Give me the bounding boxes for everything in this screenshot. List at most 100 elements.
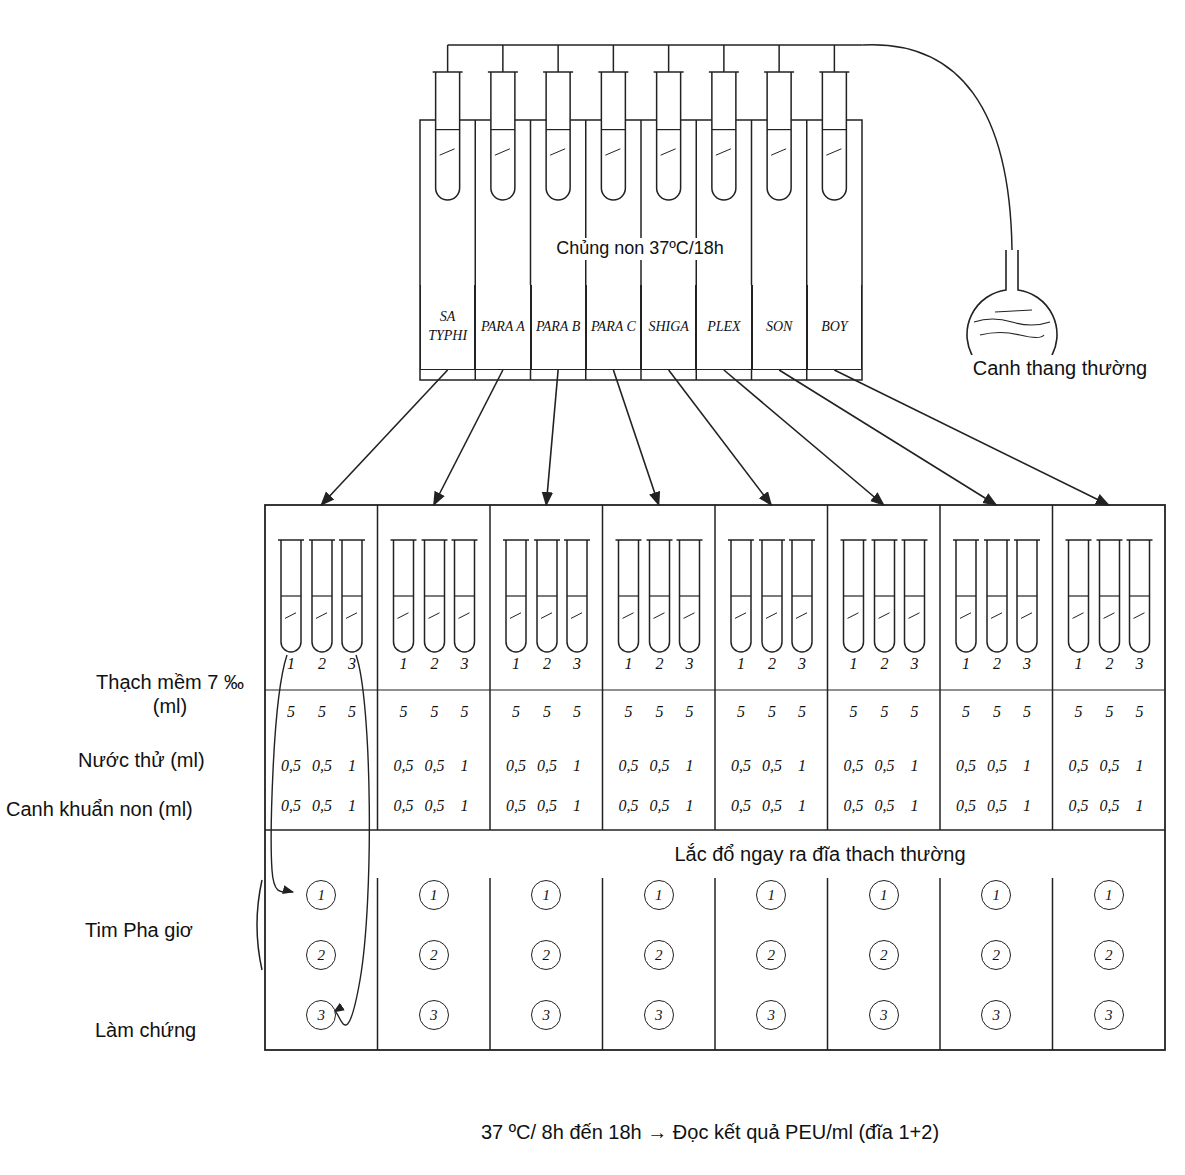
volume-value: 1 (834, 655, 874, 673)
petri-dish: 1 (419, 880, 449, 910)
test-tube (1127, 540, 1153, 652)
test-tube (819, 72, 849, 200)
volume-value: 5 (496, 703, 536, 721)
rule-line (557, 45, 559, 72)
volume-value: 5 (302, 703, 342, 721)
tube-rack (420, 120, 862, 380)
node-label: PARA C (591, 318, 636, 337)
dish-number: 2 (543, 947, 551, 964)
test-tube (677, 540, 703, 652)
petri-dish: 2 (644, 940, 674, 970)
rule-line (502, 45, 504, 72)
dish-number: 1 (430, 887, 438, 904)
volume-value: 5 (384, 703, 424, 721)
test-tube (654, 72, 684, 200)
test-tube (789, 540, 815, 652)
dish-number: 1 (318, 887, 326, 904)
petri-dish: 1 (981, 880, 1011, 910)
volume-value: 0,5 (865, 797, 905, 815)
dish-number: 1 (768, 887, 776, 904)
volume-value: 0,5 (609, 757, 649, 775)
volume-value: 5 (640, 703, 680, 721)
volume-value: 1 (557, 757, 597, 775)
caption: 37 ºC/ 8h đến 18h → Đọc kết quả PEU/ml (… (481, 1120, 939, 1144)
volume-value: 2 (1090, 655, 1130, 673)
test-tube (872, 540, 898, 652)
test-tube (433, 72, 463, 200)
volume-value: 0,5 (384, 757, 424, 775)
volume-value: 5 (1007, 703, 1047, 721)
test-tube (709, 72, 739, 200)
volume-value: 3 (1120, 655, 1160, 673)
node-label: Canh thang thường (940, 357, 1180, 380)
rule-line (827, 505, 829, 830)
volume-value: 0,5 (977, 757, 1017, 775)
petri-dish: 2 (756, 940, 786, 970)
connector-arrow (669, 370, 772, 505)
petri-dish: 2 (306, 940, 336, 970)
volume-value: 5 (782, 703, 822, 721)
volume-value: 5 (977, 703, 1017, 721)
volume-value: 1 (1007, 757, 1047, 775)
rule-line (448, 44, 863, 46)
test-tube (728, 540, 754, 652)
volume-value: 2 (752, 655, 792, 673)
dish-number: 2 (430, 947, 438, 964)
test-tube (1066, 540, 1092, 652)
test-tube (422, 540, 448, 652)
test-tube (759, 540, 785, 652)
volume-value: 0,5 (640, 757, 680, 775)
dish-number: 2 (993, 947, 1001, 964)
volume-value: 0,5 (527, 797, 567, 815)
test-tube (764, 72, 794, 200)
rule-line (778, 45, 780, 72)
volume-value: 1 (1120, 797, 1160, 815)
sample-column: 1235550,50,510,50,51 (265, 505, 378, 830)
dish-number: 3 (655, 1007, 663, 1024)
petri-dish: 1 (306, 880, 336, 910)
dish-number: 1 (655, 887, 663, 904)
volume-value: 5 (1059, 703, 1099, 721)
dish-number: 3 (1105, 1007, 1113, 1024)
volume-value: 0,5 (1090, 797, 1130, 815)
petri-dish: 1 (531, 880, 561, 910)
test-tube (984, 540, 1010, 652)
flask: Canh thang thường (940, 240, 1180, 380)
sample-column: 1235550,50,510,50,51 (1053, 505, 1166, 830)
rule-line (602, 505, 604, 830)
rule-line (377, 878, 379, 1050)
rule-line (602, 878, 604, 1050)
connector-arrow (613, 370, 658, 505)
rule-line (723, 45, 725, 72)
petri-dish: 3 (306, 1000, 336, 1030)
table-frame (265, 505, 1165, 1050)
connector-arrow (834, 370, 1108, 505)
volume-value: 5 (332, 703, 372, 721)
node-label: SON (766, 318, 792, 337)
volume-value: 2 (865, 655, 905, 673)
test-tube (953, 540, 979, 652)
volume-value: 0,5 (496, 757, 536, 775)
volume-value: 0,5 (609, 797, 649, 815)
petri-dish: 2 (419, 940, 449, 970)
volume-value: 1 (332, 797, 372, 815)
rule-line (939, 505, 941, 830)
dish-number: 3 (543, 1007, 551, 1024)
volume-value: 1 (895, 757, 935, 775)
rule-line (834, 45, 836, 72)
volume-value: 1 (445, 797, 485, 815)
note-label: Tim Pha giơ (85, 918, 193, 942)
dish-number: 2 (655, 947, 663, 964)
test-tube (841, 540, 867, 652)
volume-value: 0,5 (496, 797, 536, 815)
node-label: PARA A (481, 318, 525, 337)
bracket (257, 880, 262, 970)
petri-dish: 3 (531, 1000, 561, 1030)
petri-dish: 3 (756, 1000, 786, 1030)
volume-value: 1 (782, 757, 822, 775)
rule-line (827, 878, 829, 1050)
strain-cell: SA TYPHI (420, 285, 475, 370)
test-tube (598, 72, 628, 200)
